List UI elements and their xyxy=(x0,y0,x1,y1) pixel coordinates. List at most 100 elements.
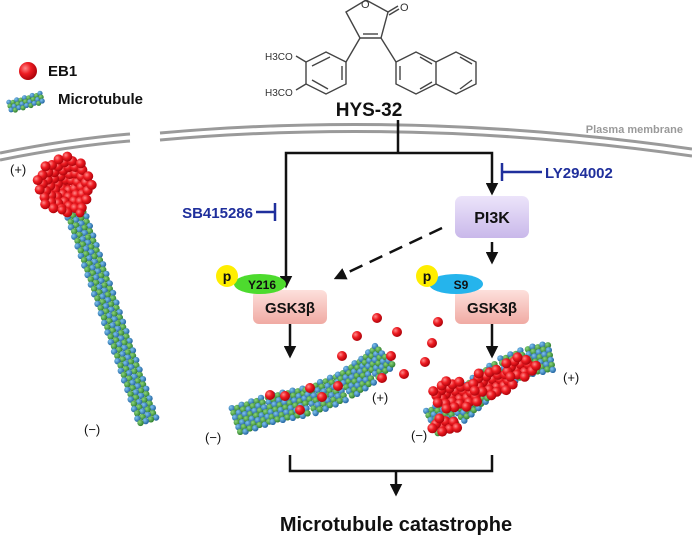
tubulin-subunit xyxy=(107,301,115,308)
compound-name: HYS-32 xyxy=(336,100,403,121)
tubulin-subunit xyxy=(111,310,118,318)
plasma-membrane xyxy=(0,122,692,162)
tubulin-subunit xyxy=(134,377,141,385)
tubulin-subunit xyxy=(271,401,278,408)
microtubule-middle-eb1-dispersed xyxy=(228,342,396,435)
eb1-particle xyxy=(57,205,67,215)
tubulin-subunit xyxy=(316,406,324,413)
tubulin-subunit xyxy=(246,425,254,432)
phospho-left-icon xyxy=(216,265,238,287)
eb1-particle xyxy=(491,364,502,375)
phospho-right-icon xyxy=(416,265,438,287)
eb1-particle xyxy=(449,402,460,413)
tubulin-subunit xyxy=(543,361,550,368)
tubulin-subunit xyxy=(127,391,134,398)
eb1-particle xyxy=(427,423,438,434)
left-mt-plus-end: (+) xyxy=(10,162,26,177)
eb1-particle xyxy=(280,391,290,401)
tubulin-subunit xyxy=(259,399,266,406)
pathway xyxy=(279,120,499,497)
tubulin-subunit xyxy=(536,353,543,361)
eb1-particle xyxy=(469,385,480,396)
inhibitor-ly: LY294002 xyxy=(500,163,613,182)
tubulin-subunit xyxy=(103,270,110,278)
tubulin-subunit xyxy=(295,393,302,400)
eb1-particle xyxy=(392,327,402,337)
eb1-particle xyxy=(34,184,45,195)
tubulin-subunit xyxy=(21,95,28,101)
tubulin-subunit xyxy=(290,392,297,399)
eb1-particle xyxy=(472,396,482,407)
tubulin-subunit xyxy=(99,261,107,268)
tubulin-subunit xyxy=(31,100,37,106)
tubulin-subunit xyxy=(99,293,106,300)
tubulin-subunit xyxy=(135,398,143,406)
eb1-particle xyxy=(352,331,362,341)
tubulin-subunit xyxy=(122,360,129,367)
tubulin-subunit xyxy=(77,247,85,254)
eb1-legend-label: EB1 xyxy=(48,63,77,80)
tubulin-subunit xyxy=(89,264,96,272)
eb1-particle xyxy=(337,351,347,361)
tubulin-subunit xyxy=(74,237,81,245)
tubulin-subunit xyxy=(274,416,281,423)
tubulin-subunit xyxy=(91,253,98,260)
eb1-particle xyxy=(32,175,43,186)
eb1-particle xyxy=(428,386,439,397)
tubulin-subunit xyxy=(136,366,143,373)
eb1-particle xyxy=(53,154,64,165)
tubulin-subunit xyxy=(539,341,546,348)
dashed-arrow-pi3k-to-gsk xyxy=(333,226,443,280)
tubulin-subunit xyxy=(87,276,95,283)
tubulin-subunit xyxy=(89,232,97,239)
microtubule-legend-label: Microtubule xyxy=(58,91,143,108)
tubulin-subunit xyxy=(119,318,127,325)
middle-mt-plus-end: (+) xyxy=(372,390,388,405)
tubulin-subunit xyxy=(109,289,117,297)
tubulin-subunit xyxy=(84,266,91,273)
right-mt-minus-end: (−) xyxy=(411,428,427,443)
tubulin-subunit xyxy=(132,389,139,396)
tubulin-subunit xyxy=(357,386,364,393)
tubulin-subunit xyxy=(332,401,339,408)
tubulin-subunit xyxy=(124,381,131,388)
pi3k-box xyxy=(455,196,529,238)
tubulin-subunit xyxy=(541,351,548,358)
inhibitor-sb: SB415286 xyxy=(182,203,277,222)
tubulin-subunit xyxy=(80,256,88,264)
tubulin-subunit xyxy=(286,399,293,407)
tubulin-subunit xyxy=(84,234,92,241)
tubulin-subunit xyxy=(8,107,14,113)
tubulin-subunit xyxy=(96,283,103,291)
outcome-label: Microtubule catastrophe xyxy=(280,514,512,536)
tubulin-subunit xyxy=(268,413,275,421)
tubulin-subunit xyxy=(116,341,123,348)
microtubule-legend-icon xyxy=(6,90,45,113)
tubulin-subunit xyxy=(272,406,279,413)
tubulin-subunit xyxy=(348,392,356,399)
tubulin-subunit xyxy=(539,368,546,375)
y216-label: Y216 xyxy=(248,278,276,292)
eb1-particle xyxy=(372,313,382,323)
phospho-left-label: p xyxy=(223,268,232,284)
tubulin-subunit xyxy=(97,304,104,312)
eb1-particle xyxy=(505,371,516,382)
eb1-particle xyxy=(437,426,448,437)
microtubule-left-eb1-capped xyxy=(32,151,160,427)
tubulin-subunit xyxy=(266,403,273,411)
s9-label: S9 xyxy=(454,278,469,292)
eb1-particle xyxy=(420,357,430,367)
tubulin-subunit xyxy=(276,401,283,409)
tubulin-subunit xyxy=(291,397,298,404)
tubulin-subunit xyxy=(107,333,114,340)
tubulin-subunit xyxy=(147,416,155,423)
eb1-particle xyxy=(473,368,484,379)
eb1-particle xyxy=(501,385,512,396)
eb1-particle xyxy=(432,397,443,408)
tubulin-subunit xyxy=(232,414,239,421)
tubulin-subunit xyxy=(24,102,30,108)
eb1-particle xyxy=(305,383,315,393)
tubulin-subunit xyxy=(67,218,75,226)
tubulin-subunit xyxy=(548,361,555,369)
